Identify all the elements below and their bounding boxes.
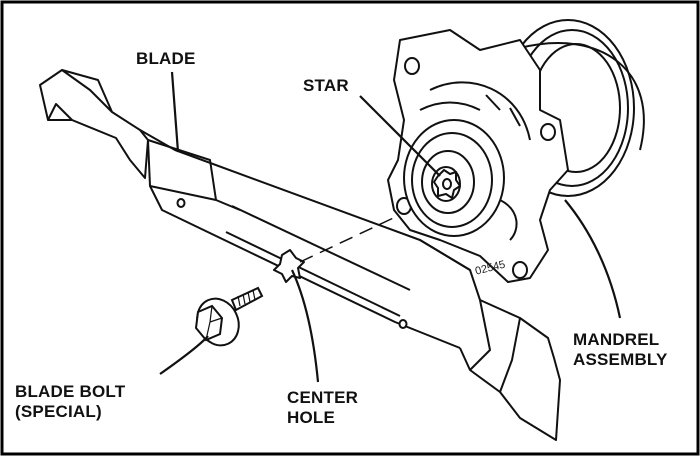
mandrel-leader [564, 199, 622, 319]
blade-label: BLADE [136, 49, 196, 68]
blade [39, 69, 561, 441]
leader-lines [159, 71, 622, 383]
blade-bolt [194, 286, 264, 347]
mandrel-assembly-label: MANDREL ASSEMBLY [573, 330, 668, 370]
mandrel-label-line2: ASSEMBLY [573, 350, 668, 369]
bolt-leader [159, 335, 209, 375]
bolt-label-line2: (SPECIAL) [15, 402, 102, 421]
mandrel-label-line1: MANDREL [573, 330, 660, 349]
center-hole-label: CENTER HOLE [287, 388, 358, 428]
blade-leader [170, 71, 180, 153]
star-leader [359, 95, 441, 177]
center-hole-leader [291, 269, 320, 383]
star-label: STAR [303, 76, 349, 95]
mandrel-assembly [387, 19, 645, 283]
bolt-label-line1: BLADE BOLT [15, 382, 126, 401]
center-label-line2: HOLE [287, 408, 336, 427]
blade-bolt-label: BLADE BOLT (SPECIAL) [15, 382, 125, 422]
center-label-line1: CENTER [287, 388, 359, 407]
alignment-axis [299, 195, 441, 263]
